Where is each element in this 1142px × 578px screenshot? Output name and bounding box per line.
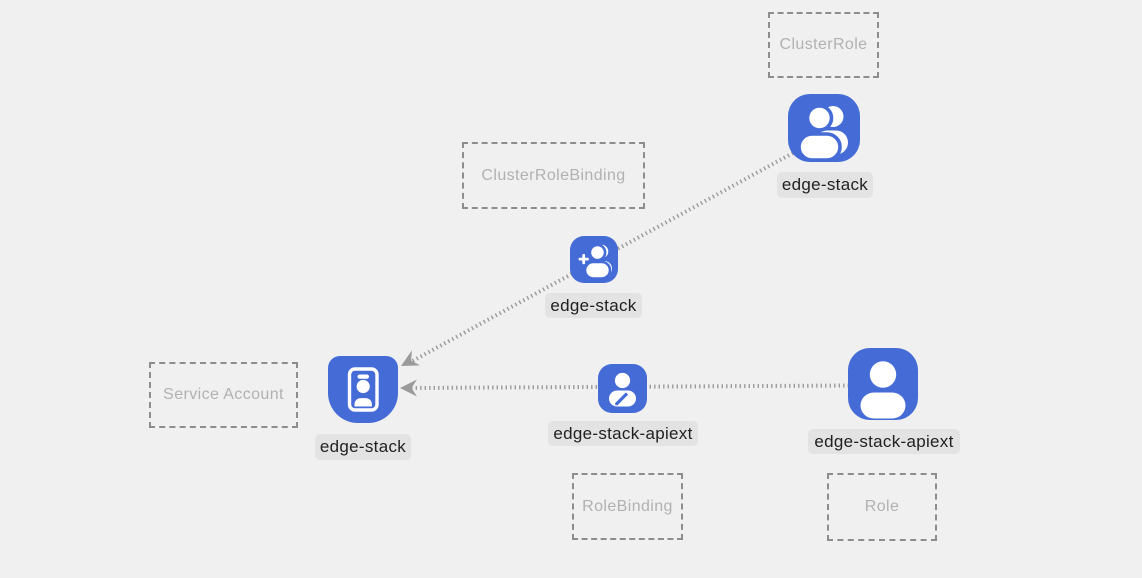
type-box-rolebinding: RoleBinding [572, 473, 683, 540]
edge-role-to-serviceaccount [408, 383, 850, 390]
name-label-clusterrolebinding: edge-stack [545, 293, 642, 318]
type-box-clusterrolebinding-label: ClusterRoleBinding [481, 166, 626, 184]
node-role-edge-stack-apiext[interactable] [848, 348, 918, 420]
type-box-clusterrolebinding: ClusterRoleBinding [462, 142, 645, 209]
type-box-rolebinding-label: RoleBinding [582, 497, 673, 515]
id-card-icon [347, 367, 379, 412]
name-label-rolebinding: edge-stack-apiext [548, 421, 698, 446]
type-box-service-account-label: Service Account [163, 386, 284, 403]
name-label-role: edge-stack-apiext [808, 429, 960, 454]
node-name-text: edge-stack [550, 295, 637, 315]
arrowhead-horizontal-icon [400, 379, 417, 397]
type-box-service-account: Service Account [149, 362, 298, 428]
name-label-serviceaccount: edge-stack [315, 434, 411, 460]
user-plus-icon [578, 243, 612, 280]
node-name-text: edge-stack [781, 175, 869, 194]
user-edit-icon [609, 372, 636, 407]
node-clusterrolebinding-edge-stack[interactable] [570, 236, 618, 283]
node-name-text: edge-stack-apiext [553, 423, 693, 443]
type-box-clusterrole-label: ClusterRole [779, 36, 868, 53]
type-box-role-label: Role [864, 498, 900, 515]
node-rolebinding-edge-stack-apiext[interactable] [598, 364, 647, 413]
type-box-role: Role [827, 473, 937, 541]
node-serviceaccount-edge-stack[interactable] [328, 356, 398, 423]
node-clusterrole-edge-stack[interactable] [788, 94, 860, 162]
node-name-text: edge-stack [319, 437, 407, 456]
arrowhead-diagonal-icon [401, 350, 420, 366]
users-icon [797, 104, 848, 162]
user-icon [860, 361, 906, 419]
edge-clusterrole-to-serviceaccount [406, 151, 794, 366]
name-label-clusterrole: edge-stack [777, 172, 873, 198]
type-box-clusterrole: ClusterRole [768, 12, 879, 78]
node-name-text: edge-stack-apiext [814, 431, 954, 451]
